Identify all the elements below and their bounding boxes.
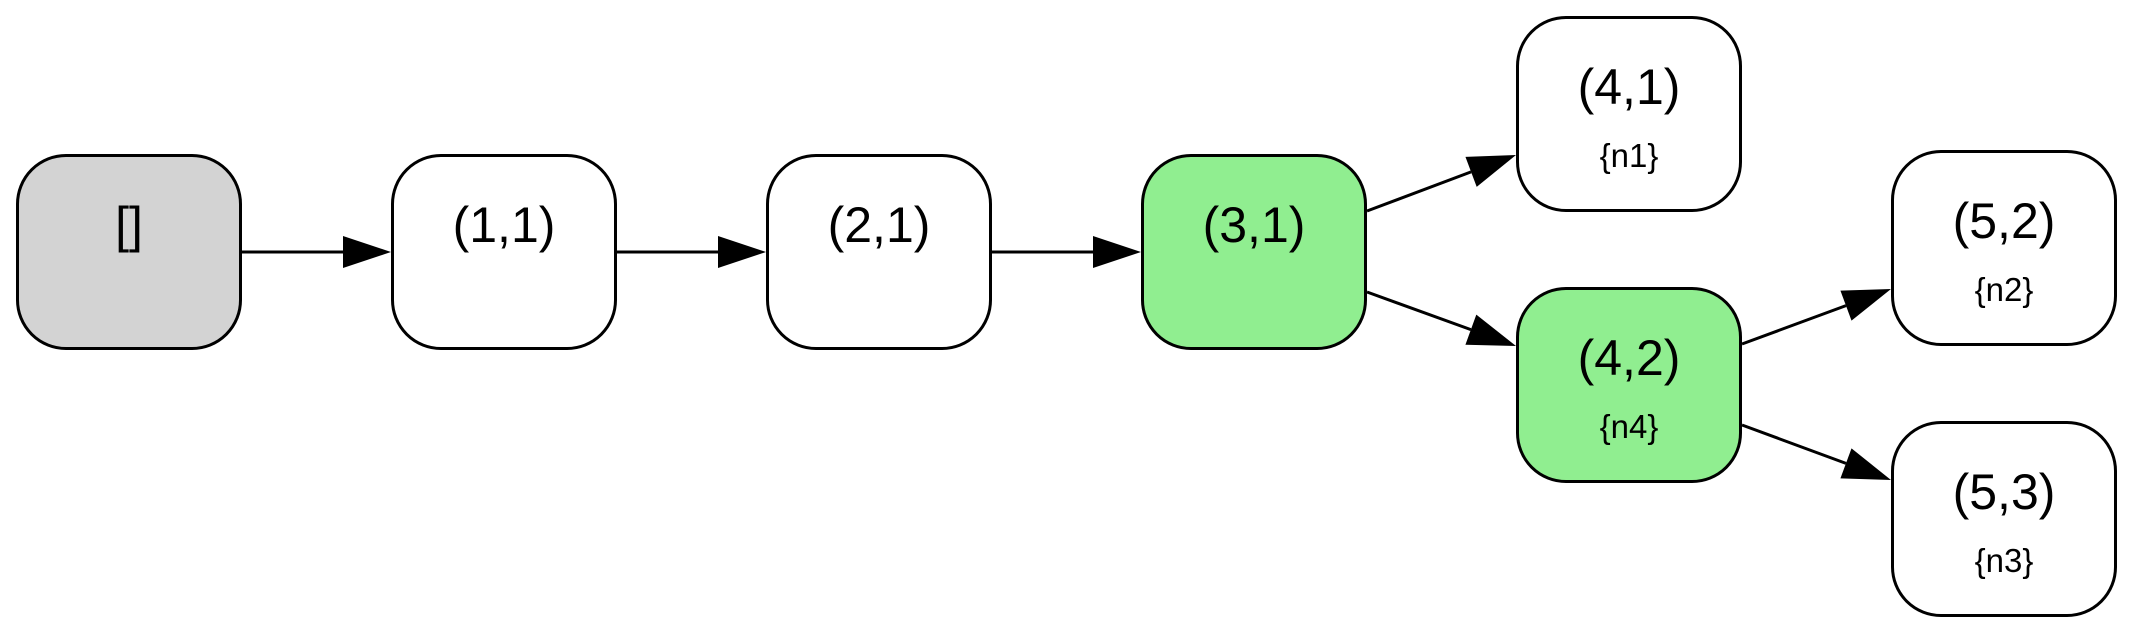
arrowhead-icon — [1093, 236, 1141, 268]
node-n11: (1,1) — [391, 154, 617, 350]
node-label: (2,1) — [827, 197, 931, 253]
node-label: (5,2) — [1952, 193, 2056, 249]
arrowhead-icon — [718, 236, 766, 268]
node-n42: (4,2) {n4} — [1516, 287, 1742, 483]
node-label: (3,1) — [1202, 197, 1306, 253]
node-label: (4,1) — [1577, 59, 1681, 115]
edge-n42-n53 — [1741, 423, 1847, 465]
node-root: [] — [16, 154, 242, 350]
node-label: (5,3) — [1952, 464, 2056, 520]
node-sublabel: {n3} — [1974, 542, 2034, 579]
node-n21: (2,1) — [766, 154, 992, 350]
edge-n31-n41 — [1366, 170, 1472, 213]
arrowhead-icon — [1465, 155, 1516, 187]
node-sublabel: {n1} — [1599, 137, 1659, 174]
arrowhead-icon — [1840, 448, 1891, 480]
node-label: (1,1) — [452, 197, 556, 253]
node-n31: (3,1) — [1141, 154, 1367, 350]
edge-n31-n42 — [1366, 290, 1472, 332]
node-n41: (4,1) {n1} — [1516, 16, 1742, 212]
node-label: [] — [115, 197, 143, 253]
node-n53: (5,3) {n3} — [1891, 421, 2117, 617]
node-sublabel: {n2} — [1974, 271, 2034, 308]
arrowhead-icon — [1840, 289, 1891, 321]
node-sublabel: {n4} — [1599, 408, 1659, 445]
node-n52: (5,2) {n2} — [1891, 150, 2117, 346]
arrowhead-icon — [1465, 314, 1516, 346]
edge-n42-n52 — [1741, 304, 1847, 346]
node-label: (4,2) — [1577, 330, 1681, 386]
arrowhead-icon — [343, 236, 391, 268]
